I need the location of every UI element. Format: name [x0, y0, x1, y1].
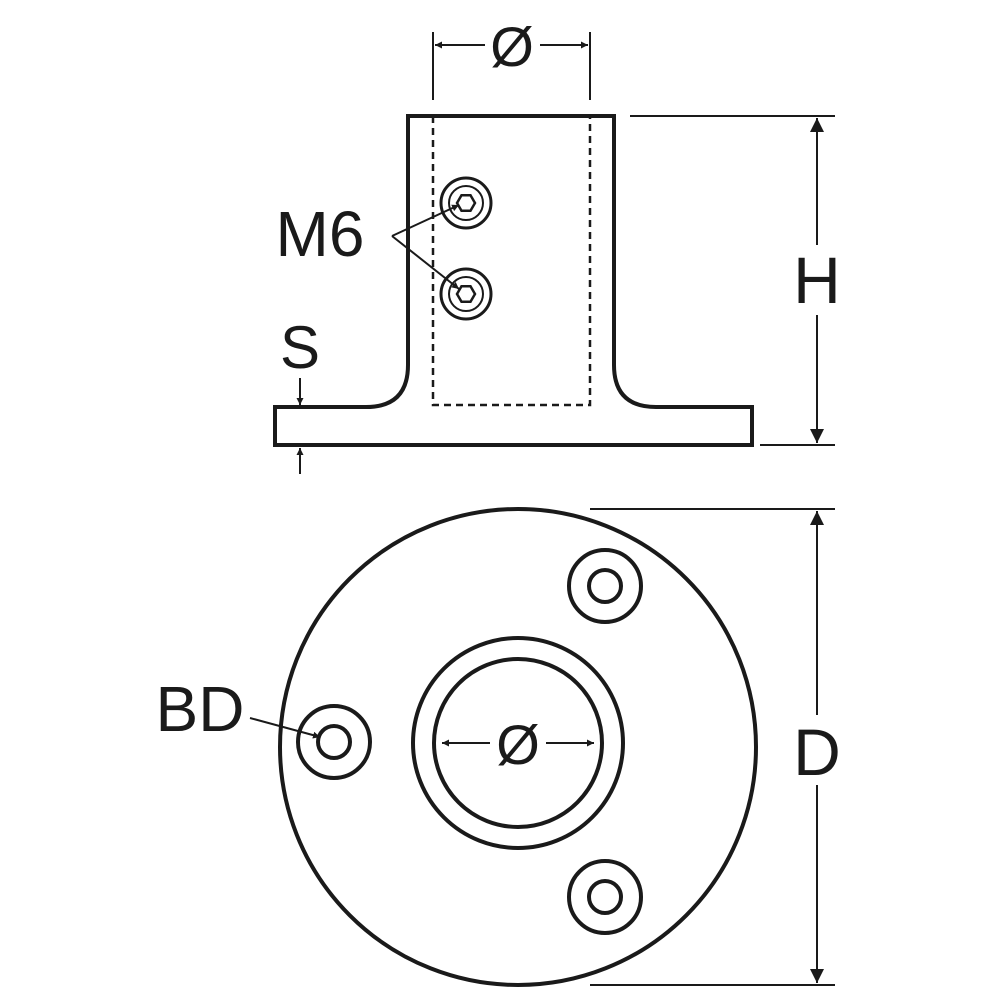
bottom-diameter-label: Ø	[496, 713, 540, 776]
base-holes-leader	[249, 717, 321, 739]
screw-leader	[391, 204, 460, 290]
base-diameter-label: D	[793, 715, 841, 789]
tube-outer	[411, 636, 625, 850]
side-profile	[273, 114, 754, 447]
thickness-label: S	[280, 314, 320, 381]
top-diameter-dimension	[432, 32, 591, 100]
side-view	[273, 114, 754, 447]
set-screw-upper	[439, 176, 493, 230]
mount-hole-2	[296, 704, 372, 780]
top-view	[278, 507, 758, 987]
screw-label: M6	[276, 198, 365, 270]
mount-hole-3	[567, 859, 643, 935]
base-diameter-dimension	[590, 508, 835, 986]
base-holes-label: BD	[156, 673, 245, 745]
hidden-bore	[431, 116, 592, 407]
mount-hole-1	[567, 548, 643, 624]
height-label: H	[793, 243, 841, 317]
tube-inner	[432, 657, 604, 829]
set-screw-lower	[439, 267, 493, 321]
top-diameter-label: Ø	[490, 15, 534, 78]
height-dimension	[630, 115, 835, 446]
base-outline	[278, 507, 758, 987]
